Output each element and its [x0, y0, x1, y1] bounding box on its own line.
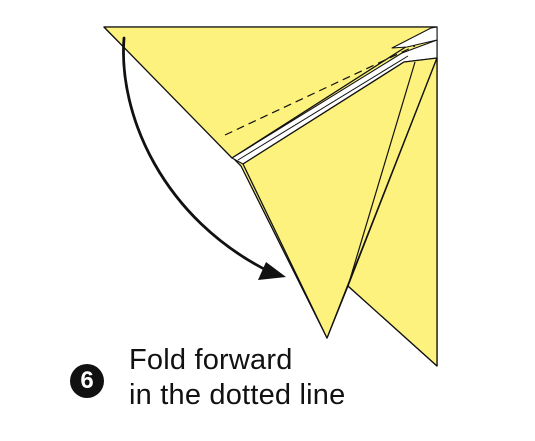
instruction-line-1: Fold forward: [129, 344, 293, 376]
step-number-badge: 6: [70, 364, 104, 398]
step-instruction: Fold forward in the dotted line: [129, 343, 345, 413]
strip-crease: [237, 55, 409, 161]
rear-flap-edge: [347, 61, 416, 287]
curved-arrow-head: [258, 262, 286, 280]
paper-rear-flap: [347, 57, 438, 367]
fold-dotted-line: [224, 45, 416, 136]
instruction-line-2: in the dotted line: [129, 379, 346, 411]
paper-top-flap: [103, 26, 438, 159]
curved-arrow-icon: [122, 36, 272, 274]
paper-corner-tip: [391, 26, 438, 49]
